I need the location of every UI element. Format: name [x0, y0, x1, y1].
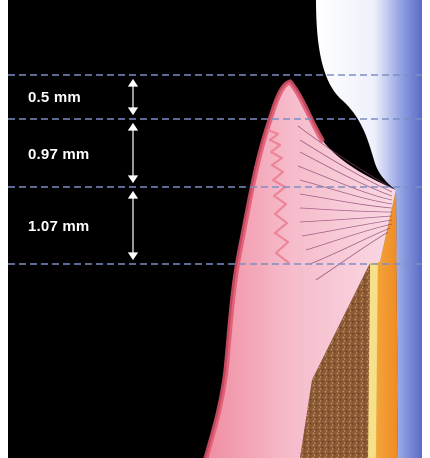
measurement-label-sulcus: 0.5 mm: [28, 89, 81, 106]
measurement-label-epithelial-attachment: 0.97 mm: [28, 146, 89, 163]
measurement-label-connective-tissue: 1.07 mm: [28, 218, 89, 235]
